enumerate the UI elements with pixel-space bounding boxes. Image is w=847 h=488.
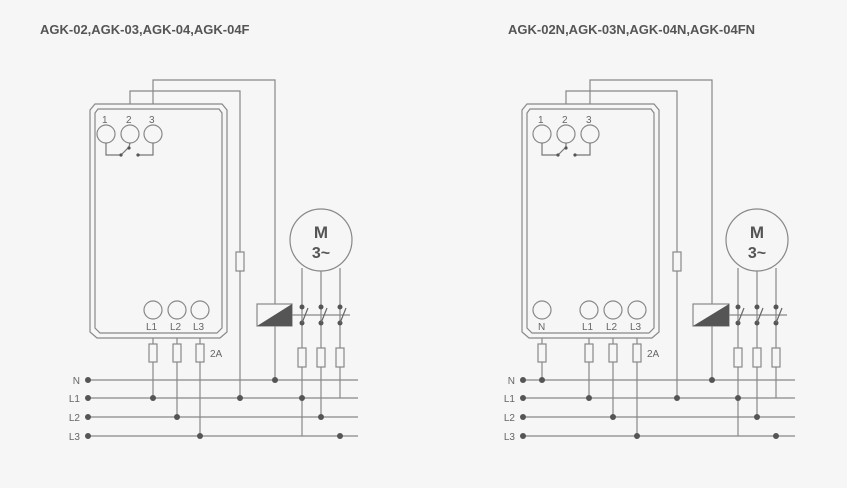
motor-label-m: M xyxy=(750,223,764,242)
fuse-N xyxy=(537,343,547,363)
device-body-inner xyxy=(526,108,655,334)
motor-label-m: M xyxy=(314,223,328,242)
diagram-title-right: AGK-02N,AGK-03N,AGK-04N,AGK-04FN xyxy=(508,22,756,37)
device-body-outer xyxy=(521,103,660,339)
motor-fuse-1 xyxy=(733,347,743,368)
left-diagram xyxy=(85,79,358,439)
terminal-1 xyxy=(532,124,552,144)
motor-fuse-1 xyxy=(297,347,307,368)
diagram-title-left: AGK-02,AGK-03,AGK-04,AGK-04F xyxy=(40,22,250,37)
label-fuse-rating: 2A xyxy=(647,349,660,360)
terminal-3 xyxy=(143,124,163,144)
control-fuse xyxy=(672,251,682,272)
label-terminal-3: 3 xyxy=(149,115,155,126)
wire-terminal-3 xyxy=(152,79,276,380)
device-body-inner xyxy=(94,108,223,334)
label-terminal-1: 1 xyxy=(102,115,108,126)
label-terminal-3: 3 xyxy=(586,115,592,126)
fuse-L2 xyxy=(608,343,618,363)
terminal-2 xyxy=(120,124,140,144)
contactor-contacts xyxy=(735,304,779,326)
bus-label-L1: L1 xyxy=(69,394,81,405)
fuse-L2 xyxy=(172,343,182,363)
label-terminal-L3: L3 xyxy=(630,322,642,333)
bus-label-N: N xyxy=(73,376,80,387)
label-terminal-L2: L2 xyxy=(170,322,182,333)
fuse-L1 xyxy=(584,343,594,363)
label-terminal-L1: L1 xyxy=(582,322,594,333)
label-terminal-L1: L1 xyxy=(146,322,158,333)
terminal-L1 xyxy=(143,300,163,320)
bus-label-L3: L3 xyxy=(69,432,81,443)
terminal-3 xyxy=(580,124,600,144)
motor-fuse-2 xyxy=(316,347,326,368)
label-terminal-1: 1 xyxy=(538,115,544,126)
label-terminal-L3: L3 xyxy=(193,322,205,333)
terminal-L1 xyxy=(579,300,599,320)
fuse-L3 xyxy=(195,343,205,363)
motor-fuse-3 xyxy=(771,347,781,368)
motor-fuse-2 xyxy=(752,347,762,368)
bus-label-L3: L3 xyxy=(504,432,516,443)
bus-label-L2: L2 xyxy=(69,413,81,424)
motor-label-phase: 3~ xyxy=(748,245,766,262)
label-terminal-L2: L2 xyxy=(606,322,618,333)
right-diagram xyxy=(520,79,795,439)
label-terminal-2: 2 xyxy=(126,115,132,126)
terminal-1 xyxy=(96,124,116,144)
label-terminal-N: N xyxy=(538,322,545,333)
terminal-L2 xyxy=(603,300,623,320)
terminal-L3 xyxy=(627,300,647,320)
terminal-L3 xyxy=(190,300,210,320)
fuse-L3 xyxy=(632,343,642,363)
motor-label-phase: 3~ xyxy=(312,245,330,262)
wire-terminal-2 xyxy=(129,90,241,398)
bus-junctions xyxy=(85,377,343,439)
label-fuse-rating: 2A xyxy=(210,349,223,360)
terminal-L2 xyxy=(167,300,187,320)
label-terminal-2: 2 xyxy=(562,115,568,126)
terminal-N xyxy=(532,300,552,320)
wire-terminal-3 xyxy=(589,79,713,380)
bus-junctions xyxy=(520,377,779,439)
bus-label-N: N xyxy=(508,376,515,387)
device-body-outer xyxy=(89,103,228,339)
terminal-2 xyxy=(556,124,576,144)
bus-label-L1: L1 xyxy=(504,394,516,405)
motor-fuse-3 xyxy=(335,347,345,368)
control-fuse xyxy=(235,251,245,272)
wire-terminal-2 xyxy=(565,90,678,398)
bus-label-L2: L2 xyxy=(504,413,516,424)
fuse-L1 xyxy=(148,343,158,363)
